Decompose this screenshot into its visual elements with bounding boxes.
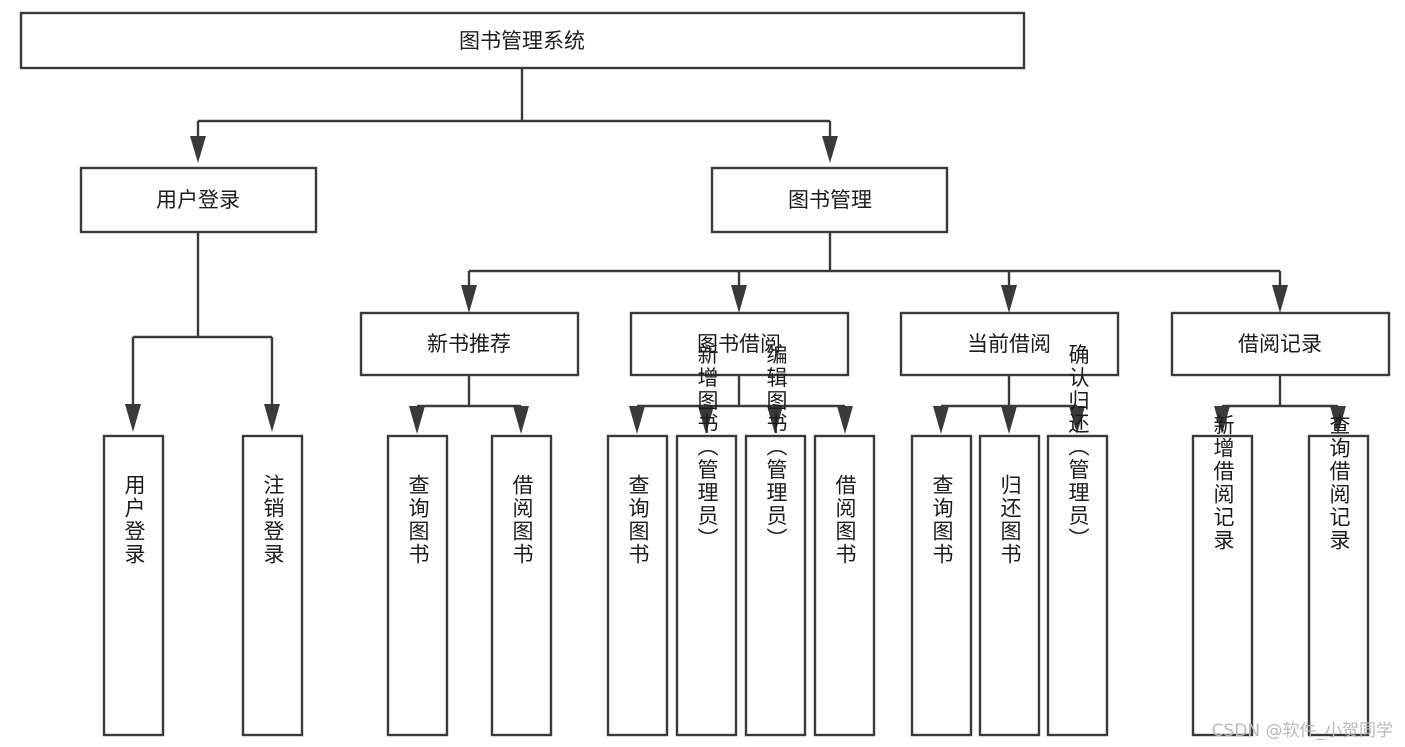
leaf-l-borrow-edit[interactable]: 编辑图书（管理员） [744,344,807,737]
node-root-label: 图书管理系统 [459,29,585,53]
arrow-to-book-borrow [731,285,747,313]
leaf-l-borrow-add-box[interactable] [675,434,738,737]
arrow-to-current-borrow [1001,285,1017,313]
leaf-l-rec-query-record-box[interactable] [1307,434,1370,737]
arrow-l-rec-query-record [1330,406,1346,434]
arrow-l-borrow-add [698,406,714,434]
leaf-l-rec-borrow-box[interactable] [490,434,553,737]
arrow-to-book-manage [822,136,838,163]
leaf-l-rec-borrow[interactable]: 借阅图书 [490,434,553,737]
node-user-login-label: 用户登录 [156,188,240,212]
node-book-manage-box[interactable] [710,166,949,234]
leaf-l-user-logout[interactable]: 注销登录 [241,434,304,737]
node-current-borrow-label: 当前借阅 [967,332,1051,356]
arrow-l-user-login [125,404,141,432]
leaf-l-rec-query-record-label: 查询借阅记录 [1327,414,1351,552]
leaf-l-user-login-label: 用户登录 [122,474,146,566]
leaf-l-borrow-query-box[interactable] [606,434,669,737]
leaf-l-cur-return-label: 归还图书 [998,474,1022,566]
node-root[interactable]: 图书管理系统 [19,11,1026,70]
leaf-l-borrow-edit-box[interactable] [744,434,807,737]
node-borrow-record[interactable]: 借阅记录 [1170,311,1391,377]
leaf-l-cur-confirm[interactable]: 确认归还（管理员） [1046,344,1109,737]
leaf-l-cur-confirm-label: 确认归还（管理员） [1066,344,1090,551]
leaf-l-user-login-box[interactable] [102,434,165,737]
leaf-l-rec-query-box[interactable] [386,434,449,737]
leaf-l-cur-confirm-box[interactable] [1046,434,1109,737]
leaf-l-cur-query[interactable]: 查询图书 [910,434,973,737]
leaf-l-rec-query-record[interactable]: 查询借阅记录 [1307,414,1370,737]
connector-layer [125,68,1346,434]
node-new-book-rec-box[interactable] [359,311,580,377]
node-borrow-record-box[interactable] [1170,311,1391,377]
arrow-l-rec-borrow [513,406,529,434]
node-book-manage-label: 图书管理 [788,188,872,212]
node-current-borrow[interactable]: 当前借阅 [899,311,1120,377]
leaf-l-cur-return-box[interactable] [978,434,1041,737]
leaf-l-rec-borrow-label: 借阅图书 [510,474,534,566]
node-book-borrow[interactable]: 图书借阅 [629,311,850,377]
arrow-l-borrow-do [837,406,853,434]
node-book-manage[interactable]: 图书管理 [710,166,949,234]
node-user-login[interactable]: 用户登录 [79,166,318,234]
leaf-l-rec-add[interactable]: 新增借阅记录 [1191,414,1254,737]
arrow-l-cur-return [1001,406,1017,434]
arrow-l-borrow-query [629,406,645,434]
leaf-l-rec-add-box[interactable] [1191,434,1254,737]
node-user-login-box[interactable] [79,166,318,234]
arrow-l-rec-add [1214,406,1230,434]
node-new-book-rec-label: 新书推荐 [427,332,511,356]
node-root-box[interactable] [19,11,1026,70]
leaf-l-cur-query-label: 查询图书 [930,474,954,566]
leaf-l-borrow-do-label: 借阅图书 [833,474,857,566]
node-new-book-rec[interactable]: 新书推荐 [359,311,580,377]
arrow-to-borrow-record [1272,285,1288,313]
arrow-l-rec-query [409,406,425,434]
arrow-l-cur-confirm [1069,406,1085,434]
leaf-l-borrow-query-label: 查询图书 [626,474,650,566]
watermark-text: CSDN @软件_小贺同学 [1211,721,1393,741]
arrow-to-new-book-rec [461,285,477,313]
arrow-l-cur-query [933,406,949,434]
arrow-l-user-logout [264,404,280,432]
arrow-l-borrow-edit [767,406,783,434]
leaf-l-cur-return[interactable]: 归还图书 [978,434,1041,737]
leaf-l-borrow-do-box[interactable] [813,434,876,737]
node-book-borrow-box[interactable] [629,311,850,377]
leaf-l-borrow-do[interactable]: 借阅图书 [813,434,876,737]
leaf-l-user-logout-box[interactable] [241,434,304,737]
leaf-l-rec-add-label: 新增借阅记录 [1211,414,1235,552]
leaf-l-borrow-add-label: 新增图书（管理员） [695,344,719,551]
leaf-l-cur-query-box[interactable] [910,434,973,737]
leaf-l-borrow-add[interactable]: 新增图书（管理员） [675,344,738,737]
leaf-l-borrow-query[interactable]: 查询图书 [606,434,669,737]
node-borrow-record-label: 借阅记录 [1238,332,1322,356]
leaf-l-user-login[interactable]: 用户登录 [102,434,165,737]
leaf-l-rec-query-label: 查询图书 [406,474,430,566]
node-current-borrow-box[interactable] [899,311,1120,377]
leaf-l-borrow-edit-label: 编辑图书（管理员） [764,344,788,551]
leaf-l-rec-query[interactable]: 查询图书 [386,434,449,737]
arrow-to-user-login [190,136,206,163]
leaf-l-user-logout-label: 注销登录 [261,474,285,566]
node-book-borrow-label: 图书借阅 [697,332,781,356]
